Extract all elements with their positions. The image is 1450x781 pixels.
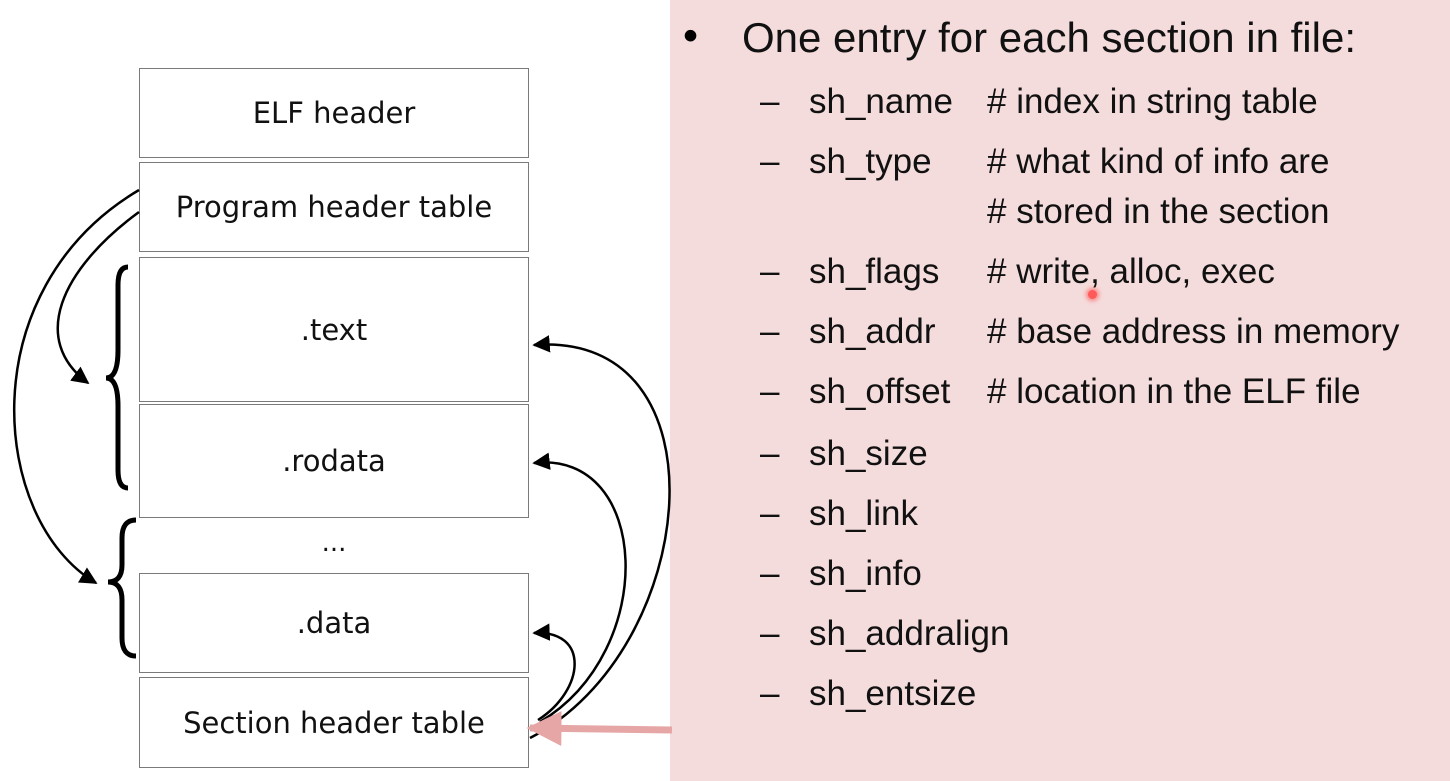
field-comment: # write, alloc, exec bbox=[987, 252, 1275, 291]
bullet-icon: • bbox=[683, 12, 699, 60]
field-name: sh_name bbox=[809, 82, 953, 121]
dash-icon: – bbox=[760, 312, 780, 351]
bullet-heading: One entry for each section in file: bbox=[742, 14, 1356, 61]
dash-icon: – bbox=[760, 372, 780, 411]
dash-icon: – bbox=[760, 142, 780, 181]
field-comment: # base address in memory bbox=[987, 312, 1400, 351]
rodata-section-label: .rodata bbox=[282, 444, 386, 478]
rodata-section-block: .rodata bbox=[139, 404, 529, 518]
field-comment: # what kind of info are bbox=[987, 142, 1330, 181]
field-name: sh_info bbox=[809, 554, 922, 593]
elf-header-block: ELF header bbox=[139, 68, 529, 158]
segment-brace-upper bbox=[105, 264, 129, 491]
field-name: sh_size bbox=[809, 434, 928, 473]
program-header-arrow-inner bbox=[56, 210, 140, 385]
section-header-table-block: Section header table bbox=[139, 677, 529, 768]
program-header-arrow-outer bbox=[13, 188, 140, 585]
field-comment: # index in string table bbox=[987, 82, 1318, 121]
ellipsis-label: ... bbox=[321, 528, 347, 558]
dash-icon: – bbox=[760, 494, 780, 533]
pointer-arrow bbox=[526, 710, 673, 746]
section-header-arrow-data bbox=[532, 623, 576, 722]
field-comment: # location in the ELF file bbox=[987, 372, 1361, 411]
field-name: sh_addralign bbox=[809, 614, 1010, 653]
text-section-block: .text bbox=[139, 257, 529, 402]
data-section-label: .data bbox=[296, 606, 372, 640]
dash-icon: – bbox=[760, 252, 780, 291]
dash-icon: – bbox=[760, 434, 780, 473]
section-header-arrow-text bbox=[529, 335, 671, 740]
dash-icon: – bbox=[760, 614, 780, 653]
elf-header-label: ELF header bbox=[252, 96, 416, 130]
field-name: sh_type bbox=[809, 142, 932, 181]
field-name: sh_addr bbox=[809, 312, 936, 351]
dash-icon: – bbox=[760, 82, 780, 121]
segment-brace-lower bbox=[107, 517, 137, 659]
field-name: sh_offset bbox=[809, 372, 951, 411]
data-section-block: .data bbox=[139, 573, 529, 673]
field-name: sh_link bbox=[809, 494, 918, 533]
slide-text-panel bbox=[670, 0, 1450, 781]
section-header-arrow-rodata bbox=[532, 452, 627, 724]
program-header-table-label: Program header table bbox=[175, 190, 493, 224]
field-name: sh_entsize bbox=[809, 674, 977, 713]
program-header-table-block: Program header table bbox=[139, 162, 529, 252]
field-comment-continued: # stored in the section bbox=[987, 192, 1330, 231]
dash-icon: – bbox=[760, 554, 780, 593]
section-header-table-label: Section header table bbox=[183, 705, 485, 740]
field-name: sh_flags bbox=[809, 252, 940, 291]
dash-icon: – bbox=[760, 674, 780, 713]
text-section-label: .text bbox=[300, 312, 368, 347]
laser-pointer-dot bbox=[1088, 290, 1097, 299]
